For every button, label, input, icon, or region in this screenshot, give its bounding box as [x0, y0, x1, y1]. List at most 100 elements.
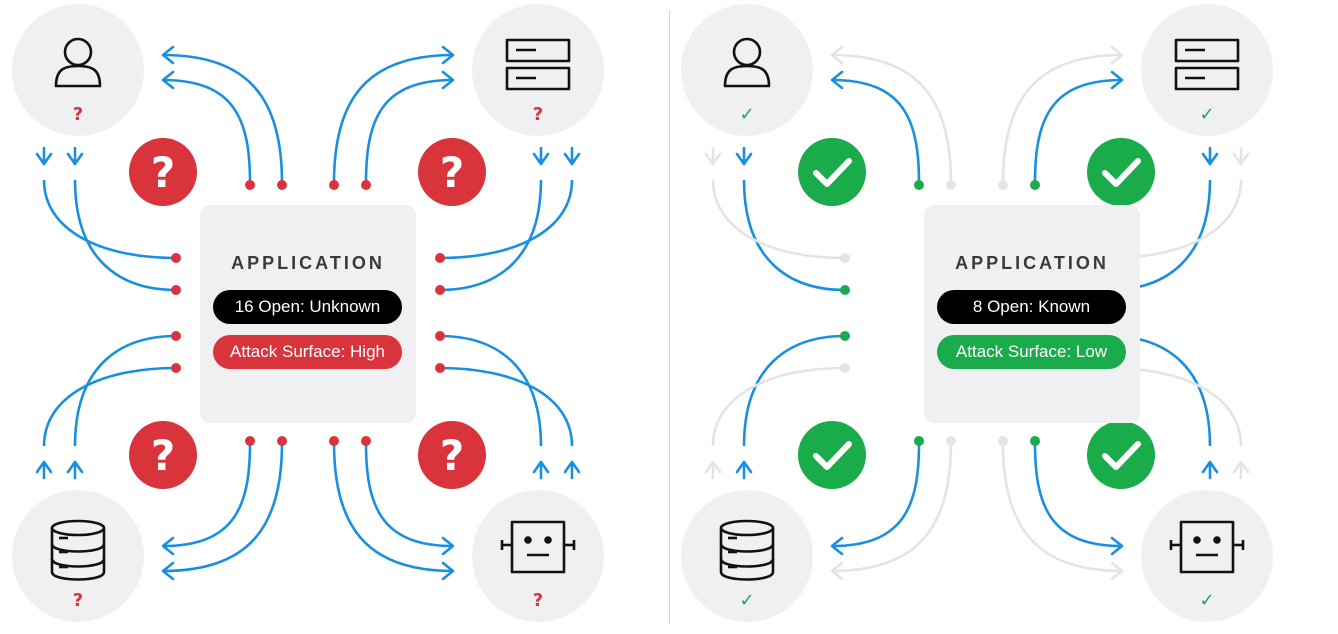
connection-line — [439, 179, 543, 292]
port-dot — [914, 436, 924, 446]
port-dot — [840, 331, 850, 341]
connection-line — [1033, 78, 1123, 184]
port-dot — [245, 436, 255, 446]
arrow-head-icon — [830, 45, 844, 65]
server-icon — [1174, 38, 1240, 91]
question-mark-icon: ? — [73, 104, 83, 125]
connection-line — [831, 442, 921, 548]
port-dot — [914, 180, 924, 190]
connection-line — [42, 366, 177, 447]
arrow-head-icon — [830, 70, 844, 90]
port-dot — [840, 253, 850, 263]
port-dot — [998, 180, 1008, 190]
check-icon: ✓ — [739, 104, 754, 125]
port-dot — [245, 180, 255, 190]
arrow-head-icon — [1110, 561, 1124, 581]
open-ports-badge: 16 Open: Unknown — [213, 290, 402, 324]
connection-line — [162, 442, 284, 573]
arrow-head-icon — [161, 70, 175, 90]
arrow-head-icon — [161, 45, 175, 65]
server-node: ✓ — [1141, 4, 1273, 136]
attack-surface-badge: Attack Surface: Low — [937, 335, 1126, 369]
arrow-head-icon — [66, 146, 84, 166]
connection-line — [332, 53, 454, 184]
checkmark-icon — [1087, 421, 1155, 489]
node-circle — [12, 490, 144, 622]
server-icon — [505, 38, 571, 91]
arrow-head-icon — [1110, 45, 1124, 65]
database-node: ✓ — [681, 490, 813, 622]
connection-line — [831, 442, 953, 573]
connection-group — [329, 331, 581, 581]
panel-known: ✓ ✓ ✓ ✓ APPLICATION 8 Open: Known Attack Su… — [669, 0, 1338, 634]
connection-line — [711, 366, 846, 447]
connection-line — [364, 78, 454, 184]
user-node: ? — [12, 4, 144, 136]
checkmark-icon — [798, 421, 866, 489]
connection-group — [35, 331, 287, 581]
node-circle — [681, 4, 813, 136]
port-dot — [329, 180, 339, 190]
arrow-head-icon — [735, 460, 753, 480]
question-icon: ? — [418, 421, 486, 489]
check-icon: ✓ — [1199, 590, 1214, 611]
port-dot — [361, 436, 371, 446]
question-mark-icon: ? — [533, 104, 543, 125]
robot-icon — [1169, 520, 1245, 574]
application-box: APPLICATION 8 Open: Known Attack Surface… — [924, 205, 1140, 423]
robot-node: ✓ — [1141, 490, 1273, 622]
connection-line — [742, 334, 846, 447]
connection-line — [162, 78, 252, 184]
user-node: ✓ — [681, 4, 813, 136]
arrow-head-icon — [441, 70, 455, 90]
arrow-head-icon — [735, 146, 753, 166]
question-icon: ? — [129, 421, 197, 489]
port-dot — [998, 436, 1008, 446]
arrow-head-icon — [441, 536, 455, 556]
question-icon: ? — [129, 138, 197, 206]
arrow-head-icon — [66, 460, 84, 480]
port-dot — [329, 436, 339, 446]
database-icon — [719, 519, 775, 581]
connections-diagram-unknown: ???????? — [12, 4, 604, 622]
connection-group — [704, 45, 956, 295]
connection-group — [329, 45, 581, 295]
connection-line — [162, 53, 284, 184]
svg-text:?: ? — [151, 431, 175, 480]
port-dot — [1030, 180, 1040, 190]
port-dot — [361, 180, 371, 190]
attack-surface-badge: Attack Surface: High — [213, 335, 402, 369]
port-dot — [840, 285, 850, 295]
connection-line — [73, 334, 177, 447]
connection-line — [73, 179, 177, 292]
arrow-head-icon — [1110, 536, 1124, 556]
question-mark-icon: ? — [73, 590, 83, 611]
connection-line — [439, 179, 574, 260]
connection-line — [831, 53, 953, 184]
arrow-head-icon — [704, 460, 722, 480]
arrow-head-icon — [161, 561, 175, 581]
node-circle — [12, 4, 144, 136]
svg-text:?: ? — [440, 431, 464, 480]
arrow-head-icon — [441, 45, 455, 65]
connection-group — [35, 45, 287, 295]
node-circle — [681, 490, 813, 622]
connection-line — [364, 442, 454, 548]
connection-group — [998, 45, 1250, 295]
arrow-head-icon — [704, 146, 722, 166]
database-icon — [50, 519, 106, 581]
application-title: APPLICATION — [231, 253, 385, 273]
robot-icon — [500, 520, 576, 574]
check-icon: ✓ — [739, 590, 754, 611]
question-icon: ? — [418, 138, 486, 206]
arrow-head-icon — [35, 460, 53, 480]
arrow-head-icon — [1201, 460, 1219, 480]
arrow-head-icon — [532, 146, 550, 166]
port-dot — [435, 363, 445, 373]
connection-line — [831, 78, 921, 184]
connection-line — [439, 334, 543, 447]
port-dot — [946, 180, 956, 190]
port-dot — [1030, 436, 1040, 446]
port-dot — [171, 253, 181, 263]
svg-text:?: ? — [440, 148, 464, 197]
